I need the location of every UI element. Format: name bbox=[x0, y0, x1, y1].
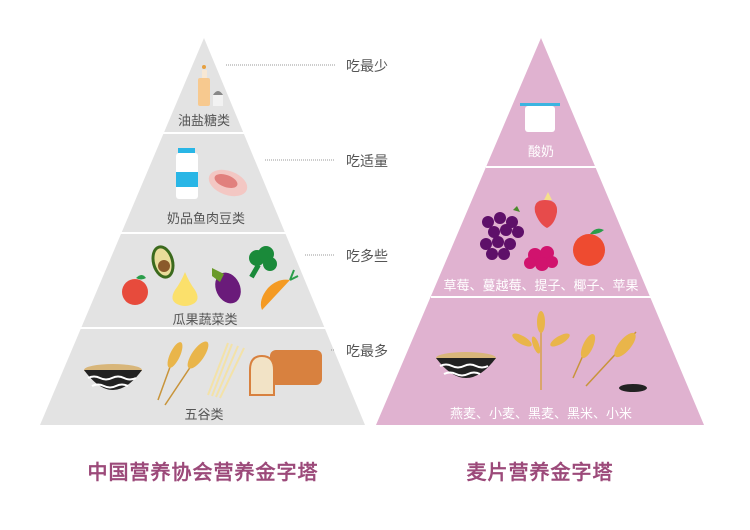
guide-label-eat-least: 吃最少 bbox=[346, 59, 388, 75]
salt-shaker-icon bbox=[213, 91, 223, 106]
left-pyramid bbox=[40, 38, 365, 425]
grain-bowl-icon bbox=[84, 364, 142, 390]
right-pyramid-title: 麦片营养金字塔 bbox=[466, 460, 614, 484]
wheat-plant-icon bbox=[512, 311, 570, 390]
tier-label-yogurt: 酸奶 bbox=[527, 145, 555, 160]
strawberry-icon bbox=[534, 192, 558, 228]
grapes-icon bbox=[480, 206, 524, 260]
black-rice-icon bbox=[619, 384, 647, 392]
tier-label-oil-salt-sugar: 油盐糖类 bbox=[177, 114, 231, 129]
wheat-icon bbox=[157, 341, 209, 406]
apple-icon bbox=[573, 228, 605, 266]
apple-icon bbox=[122, 275, 148, 305]
tier-label-fruits: 草莓、蔓越莓、提子、椰子、苹果 bbox=[443, 279, 639, 294]
yogurt-cup-icon bbox=[520, 103, 560, 132]
milk-bottle-icon bbox=[176, 148, 198, 199]
bread-icon bbox=[249, 350, 322, 396]
guide-label-eat-moderate: 吃适量 bbox=[346, 154, 388, 170]
tier-label-dairy-fish-meat-beans: 奶品鱼肉豆类 bbox=[166, 212, 246, 227]
noodles-icon bbox=[207, 342, 245, 399]
carrot-icon bbox=[260, 269, 299, 310]
guide-label-eat-more: 吃多些 bbox=[346, 249, 388, 265]
broccoli-icon bbox=[249, 246, 277, 279]
tier-label-grains: 五谷类 bbox=[184, 408, 224, 423]
tier-label-fruits-vegetables: 瓜果蔬菜类 bbox=[172, 313, 238, 328]
avocado-icon bbox=[151, 245, 175, 279]
eggplant-icon bbox=[212, 268, 241, 304]
pear-icon bbox=[172, 272, 198, 306]
cranberry-icon bbox=[524, 246, 558, 271]
right-pyramid bbox=[376, 38, 704, 425]
oat-bowl-icon bbox=[436, 352, 496, 378]
left-pyramid-title: 中国营养协会营养金字塔 bbox=[87, 460, 319, 484]
meat-icon bbox=[208, 169, 248, 197]
oil-bottle-icon bbox=[198, 65, 210, 106]
wheat-icon bbox=[572, 331, 637, 387]
guide-label-eat-most: 吃最多 bbox=[346, 344, 388, 360]
tier-label-cereals: 燕麦、小麦、黑麦、黑米、小米 bbox=[449, 407, 633, 422]
leader-lines bbox=[226, 64, 335, 351]
